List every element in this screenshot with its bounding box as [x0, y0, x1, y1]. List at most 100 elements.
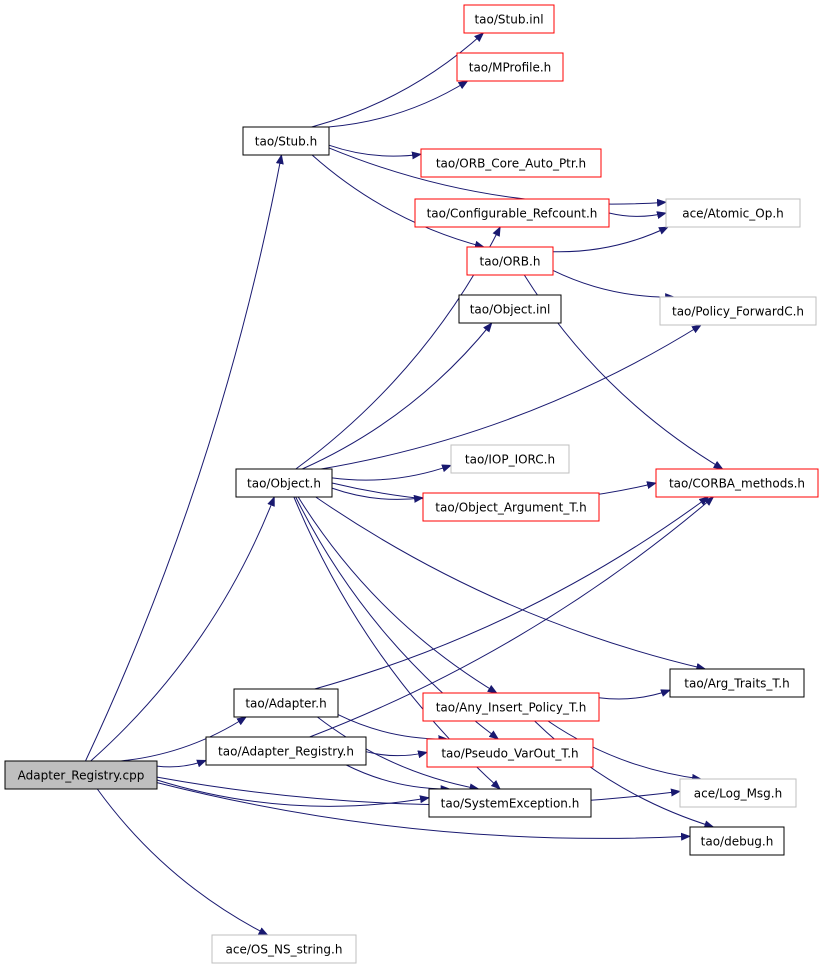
- node-arg-traits-t-h[interactable]: tao/Arg_Traits_T.h: [669, 668, 805, 698]
- node-box[interactable]: [458, 294, 562, 324]
- edge-any-insert-policy-t-h-to-log-msg-h: [547, 720, 702, 782]
- node-box[interactable]: [669, 668, 805, 698]
- edge-adapter-registry-cpp-to-adapter-h: [120, 716, 247, 762]
- edge-adapter-registry-h-to-pseudo-varout-t-h: [365, 750, 428, 759]
- node-label: tao/Pseudo_VarOut_T.h: [441, 747, 578, 761]
- edge-adapter-h-to-corba-methods-h: [314, 496, 710, 690]
- node-label: tao/ORB_Core_Auto_Ptr.h: [436, 157, 586, 171]
- node-any-insert-policy-t-h[interactable]: tao/Any_Insert_Policy_T.h: [422, 692, 600, 722]
- node-policy-forwardc-h[interactable]: tao/Policy_ForwardC.h: [659, 296, 817, 326]
- edge-adapter-registry-h-to-corba-methods-h: [309, 496, 715, 738]
- node-os-ns-string-h[interactable]: ace/OS_NS_string.h: [211, 934, 357, 964]
- edge-adapter-registry-h-to-systemexception-h: [346, 764, 451, 794]
- node-label: tao/debug.h: [701, 835, 774, 849]
- node-label: tao/CORBA_methods.h: [669, 477, 805, 491]
- node-box[interactable]: [463, 4, 555, 34]
- node-box[interactable]: [205, 736, 367, 766]
- node-label: tao/SystemException.h: [441, 797, 580, 811]
- node-label: tao/ORB.h: [480, 255, 541, 269]
- node-log-msg-h[interactable]: ace/Log_Msg.h: [679, 778, 797, 808]
- node-box[interactable]: [4, 760, 158, 790]
- node-debug-h[interactable]: tao/debug.h: [689, 826, 785, 856]
- edge-any-insert-policy-t-h-to-arg-traits-t-h: [598, 689, 671, 700]
- edge-orb-h-to-atomic-op-h: [552, 226, 669, 253]
- node-object-argument-t-h[interactable]: tao/Object_Argument_T.h: [422, 492, 600, 522]
- node-configurable-refcount-h[interactable]: tao/Configurable_Refcount.h: [414, 198, 610, 228]
- node-label: tao/Adapter.h: [245, 697, 326, 711]
- node-object-h[interactable]: tao/Object.h: [235, 468, 333, 498]
- edge-stub-h-to-orb-core-auto-ptr-h: [328, 144, 422, 160]
- node-adapter-h[interactable]: tao/Adapter.h: [233, 688, 339, 718]
- node-pseudo-varout-t-h[interactable]: tao/Pseudo_VarOut_T.h: [426, 738, 594, 768]
- node-box[interactable]: [450, 444, 570, 474]
- node-box[interactable]: [679, 778, 797, 808]
- node-box[interactable]: [659, 296, 817, 326]
- node-box[interactable]: [242, 126, 330, 156]
- edge-object-h-to-arg-traits-t-h: [315, 496, 707, 671]
- node-label: tao/IOP_IORC.h: [465, 453, 555, 467]
- node-label: ace/Atomic_Op.h: [682, 207, 784, 221]
- node-adapter-registry-h[interactable]: tao/Adapter_Registry.h: [205, 736, 367, 766]
- node-atomic-op-h[interactable]: ace/Atomic_Op.h: [665, 198, 801, 228]
- node-label: tao/Object_Argument_T.h: [435, 501, 586, 515]
- node-iop-iorc-h[interactable]: tao/IOP_IORC.h: [450, 444, 570, 474]
- edge-object-h-to-policy-forwardc-h: [320, 324, 702, 470]
- node-box[interactable]: [211, 934, 357, 964]
- node-box[interactable]: [456, 52, 564, 82]
- edges-layer: [85, 32, 724, 936]
- edge-adapter-registry-cpp-to-adapter-registry-h: [156, 759, 207, 768]
- edge-adapter-registry-cpp-to-object-h: [90, 496, 275, 762]
- node-label: tao/Any_Insert_Policy_T.h: [436, 701, 587, 715]
- edge-object-h-to-object-inl: [301, 322, 493, 470]
- node-label: tao/Stub.inl: [474, 13, 543, 27]
- node-label: tao/Object.inl: [470, 303, 551, 317]
- edge-stub-h-to-stub-inl: [311, 32, 485, 128]
- node-label: ace/Log_Msg.h: [694, 787, 782, 801]
- edge-adapter-h-to-systemexception-h: [317, 716, 480, 792]
- node-adapter-registry-cpp[interactable]: Adapter_Registry.cpp: [4, 760, 158, 790]
- edge-adapter-registry-cpp-to-systemexception-h: [156, 779, 430, 807]
- node-orb-h[interactable]: tao/ORB.h: [466, 246, 554, 276]
- node-label: tao/Arg_Traits_T.h: [684, 677, 789, 691]
- edge-adapter-registry-cpp-to-stub-h: [85, 154, 284, 762]
- edge-adapter-registry-cpp-to-debug-h: [156, 782, 691, 841]
- node-label: tao/Object.h: [247, 477, 321, 491]
- node-box[interactable]: [655, 468, 819, 498]
- node-box[interactable]: [235, 468, 333, 498]
- node-label: ace/OS_NS_string.h: [226, 943, 343, 957]
- edge-orb-h-to-policy-forwardc-h: [552, 269, 676, 302]
- node-stub-h[interactable]: tao/Stub.h: [242, 126, 330, 156]
- node-box[interactable]: [233, 688, 339, 718]
- node-box[interactable]: [466, 246, 554, 276]
- node-systemexception-h[interactable]: tao/SystemException.h: [428, 788, 592, 818]
- edge-adapter-registry-cpp-to-log-msg-h: [156, 776, 681, 806]
- edge-configurable-refcount-h-to-atomic-op-h: [608, 211, 667, 219]
- node-box[interactable]: [689, 826, 785, 856]
- node-mprofile-h[interactable]: tao/MProfile.h: [456, 52, 564, 82]
- edge-stub-h-to-mprofile-h: [328, 80, 469, 128]
- node-box[interactable]: [414, 198, 610, 228]
- node-box[interactable]: [422, 692, 600, 722]
- edge-stub-h-to-atomic-op-h: [328, 147, 667, 207]
- node-label: Adapter_Registry.cpp: [18, 769, 145, 783]
- node-label: tao/Policy_ForwardC.h: [672, 305, 804, 319]
- node-label: tao/MProfile.h: [469, 61, 552, 75]
- node-box[interactable]: [422, 492, 600, 522]
- node-label: tao/Configurable_Refcount.h: [427, 207, 598, 221]
- node-stub-inl[interactable]: tao/Stub.inl: [463, 4, 555, 34]
- node-label: tao/Adapter_Registry.h: [218, 745, 354, 759]
- node-corba-methods-h[interactable]: tao/CORBA_methods.h: [655, 468, 819, 498]
- node-box[interactable]: [665, 198, 801, 228]
- node-object-inl[interactable]: tao/Object.inl: [458, 294, 562, 324]
- nodes-layer: Adapter_Registry.cpp tao/Stub.inl tao/MPro…: [4, 4, 819, 964]
- edge-object-h-to-any-insert-policy-t-h: [297, 496, 498, 694]
- edge-object-h-to-iop-iorc-h: [331, 464, 452, 481]
- node-box[interactable]: [420, 148, 602, 178]
- edge-object-h-to-object-argument-t-h: [331, 487, 424, 503]
- edge-stub-h-to-orb-h: [311, 154, 485, 249]
- node-label: tao/Stub.h: [255, 135, 317, 149]
- node-orb-core-auto-ptr-h[interactable]: tao/ORB_Core_Auto_Ptr.h: [420, 148, 602, 178]
- node-box[interactable]: [426, 738, 594, 768]
- node-box[interactable]: [428, 788, 592, 818]
